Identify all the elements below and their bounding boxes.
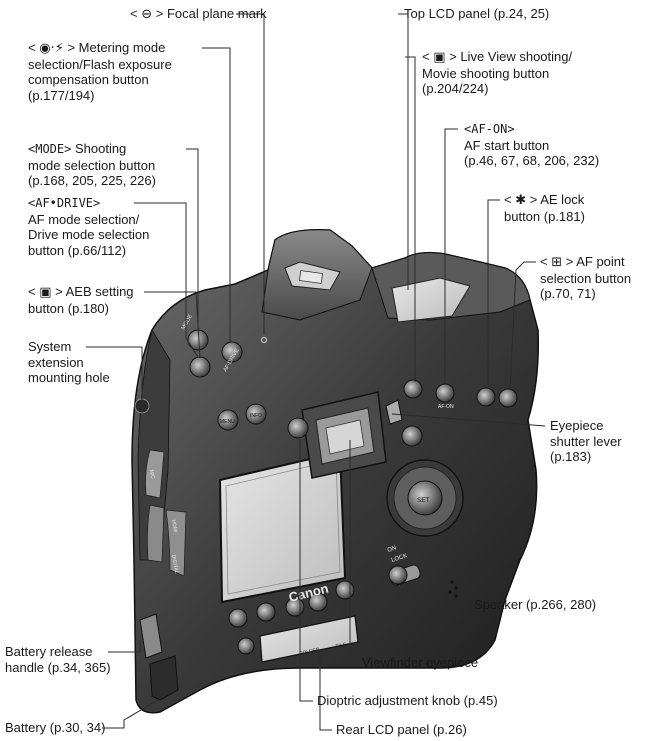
ae-lock-icon: ✱ xyxy=(515,193,526,208)
af-point-icon: ⊞ xyxy=(551,255,562,270)
label-top-lcd: Top LCD panel (p.24, 25) xyxy=(404,6,549,22)
label-af-on-button: <AF-ON> AF start button (p.46, 67, 68, 2… xyxy=(464,121,599,169)
label-af-point-button: < ⊞ > AF point selection button (p.70, 7… xyxy=(540,254,631,302)
label-speaker: Speaker (p.266, 280) xyxy=(474,597,596,613)
label-metering-mode: < ◉·⚡ > Metering mode selection/Flash ex… xyxy=(28,40,172,103)
label-rear-lcd: Rear LCD panel (p.26) xyxy=(336,722,467,738)
label-eyepiece-shutter: Eyepiece shutter lever (p.183) xyxy=(550,418,622,465)
label-ae-lock-button: < ✱ > AE lock button (p.181) xyxy=(504,192,585,224)
menu-marking: MENU xyxy=(220,419,235,425)
metering-flash-icon: ◉·⚡ xyxy=(39,41,64,56)
label-mode-button: <MODE> Shooting mode selection button (p… xyxy=(28,141,156,189)
label-live-view-button: < ▣ > Live View shooting/ Movie shooting… xyxy=(422,49,572,97)
label-dioptric-knob: Dioptric adjustment knob (p.45) xyxy=(317,693,498,709)
label-battery-release: Battery release handle (p.34, 365) xyxy=(5,644,111,675)
af-on-marking: AF-ON xyxy=(438,404,454,410)
live-view-icon: ▣ xyxy=(433,50,445,65)
label-aeb-button: < ▣ > AEB setting button (p.180) xyxy=(28,284,134,316)
set-marking: SET xyxy=(417,497,430,504)
camera-body xyxy=(132,230,538,713)
info-marking: INFO xyxy=(250,413,262,419)
focal-plane-icon: ⊖ xyxy=(141,7,152,22)
label-battery: Battery (p.30, 34) xyxy=(5,720,105,736)
aeb-icon: ▣ xyxy=(39,285,51,300)
label-viewfinder-eyepiece: Viewfinder eyepiece xyxy=(362,655,478,671)
label-system-extension: System extension mounting hole xyxy=(28,339,110,386)
label-af-drive-button: <AF•DRIVE> AF mode selection/ Drive mode… xyxy=(28,195,149,258)
label-focal-plane-mark: < ⊖ > Focal plane mark xyxy=(130,6,267,23)
